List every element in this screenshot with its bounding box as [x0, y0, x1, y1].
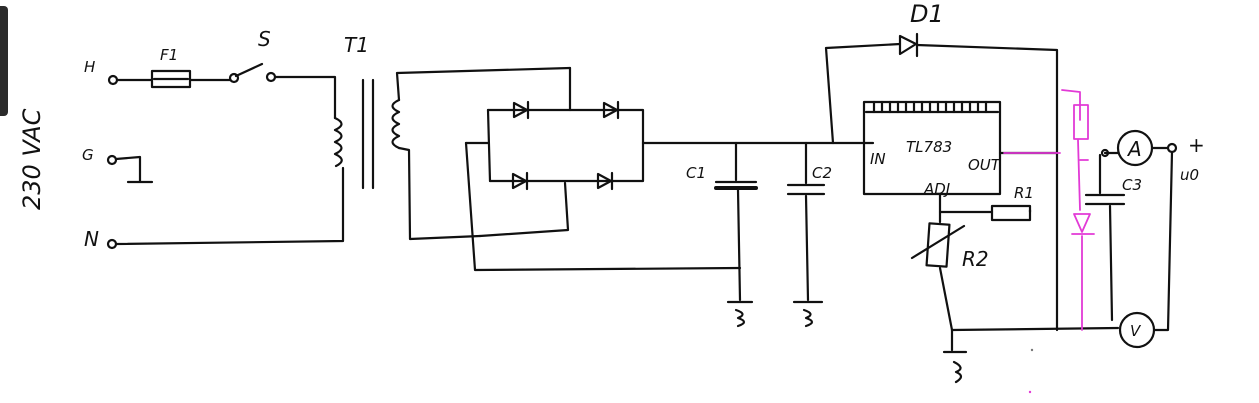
bridge-diode [512, 100, 530, 120]
h-terminal-label: H [84, 58, 95, 76]
switch-label: S [258, 27, 271, 51]
transformer-label: T1 [344, 33, 369, 57]
bridge-diode [596, 171, 614, 191]
voltmeter-label: V [1130, 322, 1142, 340]
c2-label: C2 [812, 164, 832, 182]
stray-mark [1030, 348, 1034, 352]
capacitor-c2 [786, 141, 826, 328]
output-voltage-label: u0 [1180, 166, 1199, 184]
bridge-diode [511, 171, 529, 191]
h-line [107, 62, 337, 120]
supply-label: 230 VAC [18, 108, 46, 210]
ic-out-pin: OUT [968, 156, 1002, 174]
d1-label: D1 [910, 0, 944, 28]
bridge-diode [602, 100, 620, 120]
g-terminal-label: G [82, 146, 94, 164]
pink-annotation [1003, 89, 1095, 394]
regulator-tl783 [862, 100, 1059, 224]
resistor-r1 [938, 204, 1032, 222]
output-circuit [950, 129, 1178, 349]
ground-terminal [106, 154, 154, 184]
r1-label: R1 [1014, 184, 1034, 202]
n-terminal-label: N [84, 227, 99, 251]
ic-name: TL783 [906, 138, 952, 156]
capacitor-c1 [714, 141, 758, 328]
ic-adj-pin: ADJ [923, 180, 950, 198]
r2-label: R2 [962, 247, 989, 271]
c3-label: C3 [1122, 176, 1142, 194]
n-line [106, 166, 345, 250]
bridge-rectifier [464, 66, 742, 272]
ammeter-label: A [1126, 137, 1142, 161]
window-edge-tab [0, 6, 8, 116]
fuse-label: F1 [160, 46, 178, 64]
resistor-r2 [910, 222, 968, 384]
plus-label: + [1188, 133, 1205, 157]
voltmeter [1118, 311, 1156, 349]
transformer-t1 [333, 66, 572, 241]
c1-label: C1 [686, 164, 706, 182]
diode-d1 [824, 32, 1059, 155]
ic-in-pin: IN [870, 150, 886, 168]
switch-s [234, 62, 264, 78]
